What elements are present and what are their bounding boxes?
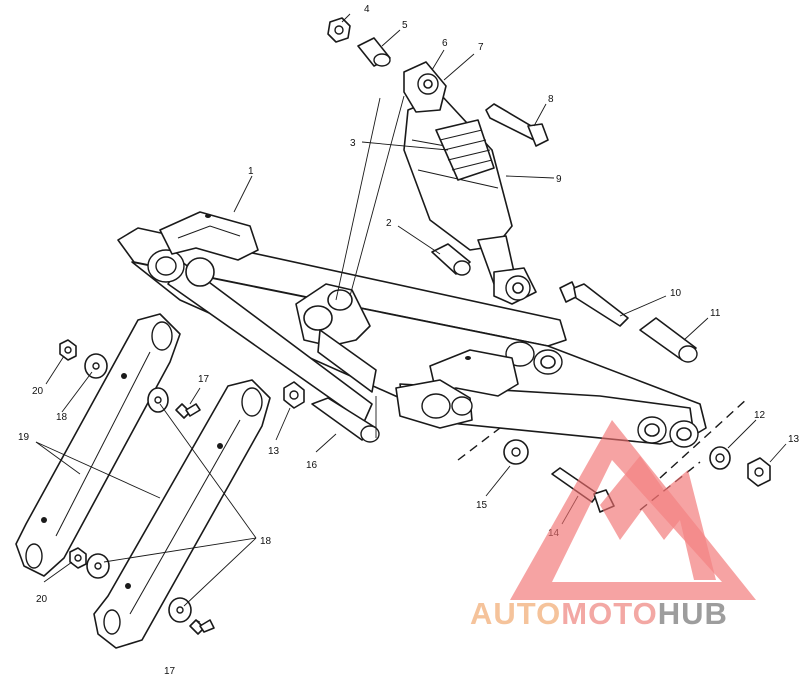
callout-17-top: 17 (198, 374, 210, 385)
callout-8: 8 (548, 94, 554, 105)
shock-top-hardware (327, 17, 549, 147)
callout-2: 2 (386, 218, 392, 229)
nut-20-bottom (69, 547, 87, 569)
watermark-hub: HUB (658, 596, 728, 631)
bushing-11 (639, 317, 698, 363)
bolt-17-top (175, 403, 201, 419)
nut-13-left (283, 381, 305, 409)
nut-20-top (59, 339, 77, 361)
bolt-17-bottom (189, 619, 215, 635)
watermark-logo-icon (510, 420, 756, 600)
link-19-rear (93, 379, 271, 649)
washer-18-mid (147, 387, 169, 413)
callout-15: 15 (476, 500, 488, 511)
bolt-10 (559, 281, 629, 327)
callout-20-bottom: 20 (36, 594, 48, 605)
callout-20-top: 20 (32, 386, 44, 397)
leader-lines (35, 13, 787, 623)
washer-18-top (84, 353, 108, 379)
callout-9: 9 (556, 174, 562, 185)
spacer-16 (311, 397, 380, 443)
callout-17-bottom: 17 (164, 666, 176, 675)
nut-13-right (747, 457, 771, 487)
callout-5: 5 (402, 20, 408, 31)
callout-16: 16 (306, 460, 318, 471)
shock-absorber (403, 61, 537, 305)
callout-10: 10 (670, 288, 682, 299)
callout-6: 6 (442, 38, 448, 49)
callout-13-left: 13 (268, 446, 280, 457)
callout-3: 3 (350, 138, 356, 149)
link-19-front (15, 313, 181, 577)
automotohub-watermark: AUTOMOTOHUB (470, 420, 756, 631)
washer-12 (709, 446, 731, 470)
callout-12: 12 (754, 410, 766, 421)
watermark-moto: MOTO (561, 596, 657, 631)
callout-7: 7 (478, 42, 484, 53)
callout-19: 19 (18, 432, 30, 443)
swing-arm-assembly (117, 211, 707, 448)
callout-1: 1 (248, 166, 254, 177)
washer-15 (503, 439, 529, 465)
watermark-auto: AUTO (470, 596, 561, 631)
callout-18-left: 18 (56, 412, 68, 423)
callout-13-right: 13 (788, 434, 800, 445)
callout-11: 11 (710, 308, 721, 319)
washer-18-bottom-right (168, 597, 192, 623)
washer-18-bottom-left (86, 553, 110, 579)
callout-4: 4 (364, 4, 370, 15)
svg-text:AUTOMOTOHUB: AUTOMOTOHUB (470, 596, 728, 631)
spacer-2 (431, 243, 471, 276)
callout-18-right: 18 (260, 536, 272, 547)
